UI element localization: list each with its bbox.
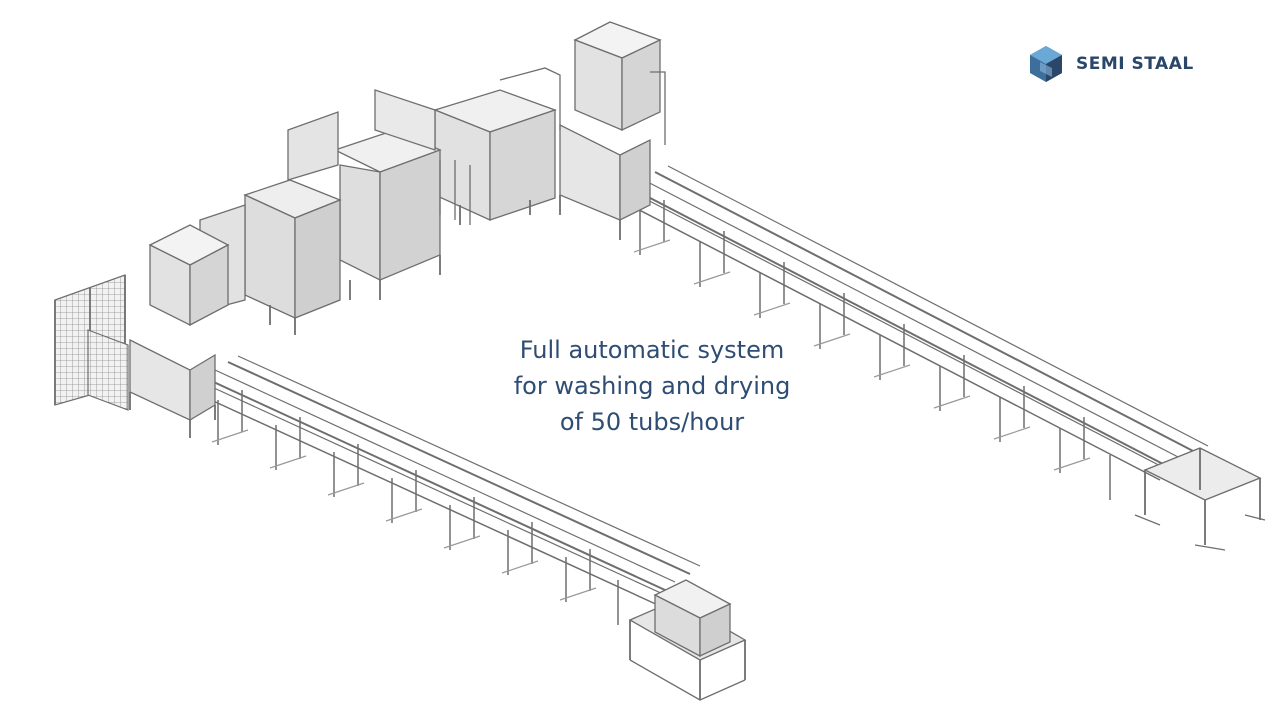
left-end-station xyxy=(628,579,747,701)
caption-line-3: of 50 tubs/hour xyxy=(559,408,745,436)
system-caption: Full automatic system for washing and dr… xyxy=(470,332,834,440)
right-conveyor xyxy=(619,165,1209,500)
right-loader-tower xyxy=(559,21,666,240)
caption-line-2: for washing and drying xyxy=(513,372,791,400)
brand-logo: SEMI STAAL xyxy=(1026,44,1194,84)
brand-name: SEMI STAAL xyxy=(1076,54,1194,74)
left-loader-tower xyxy=(129,224,230,438)
right-end-stand xyxy=(1134,447,1266,551)
safety-fence xyxy=(54,274,129,411)
caption-line-1: Full automatic system xyxy=(519,336,785,364)
left-conveyor xyxy=(197,355,701,625)
washing-modules xyxy=(199,67,561,335)
hexagon-cube-icon xyxy=(1030,46,1062,82)
